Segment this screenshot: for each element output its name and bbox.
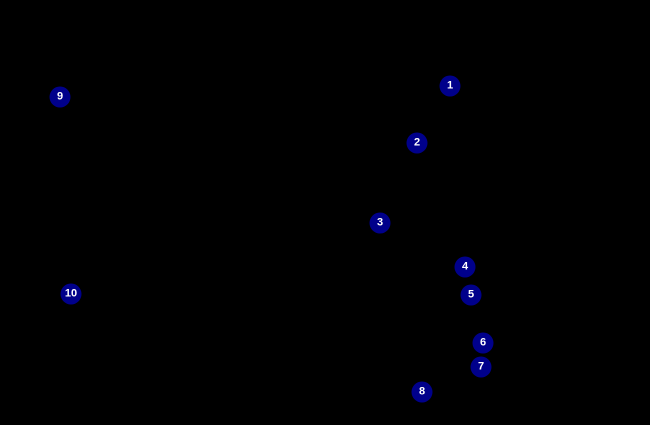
numbered-marker-9[interactable]: 9 xyxy=(49,86,71,108)
numbered-marker-8[interactable]: 8 xyxy=(411,381,433,403)
numbered-marker-7[interactable]: 7 xyxy=(470,356,492,378)
numbered-marker-10[interactable]: 10 xyxy=(60,283,82,305)
numbered-marker-1[interactable]: 1 xyxy=(439,75,461,97)
numbered-marker-3[interactable]: 3 xyxy=(369,212,391,234)
numbered-marker-2[interactable]: 2 xyxy=(406,132,428,154)
numbered-marker-6[interactable]: 6 xyxy=(472,332,494,354)
numbered-marker-4[interactable]: 4 xyxy=(454,256,476,278)
numbered-marker-5[interactable]: 5 xyxy=(460,284,482,306)
